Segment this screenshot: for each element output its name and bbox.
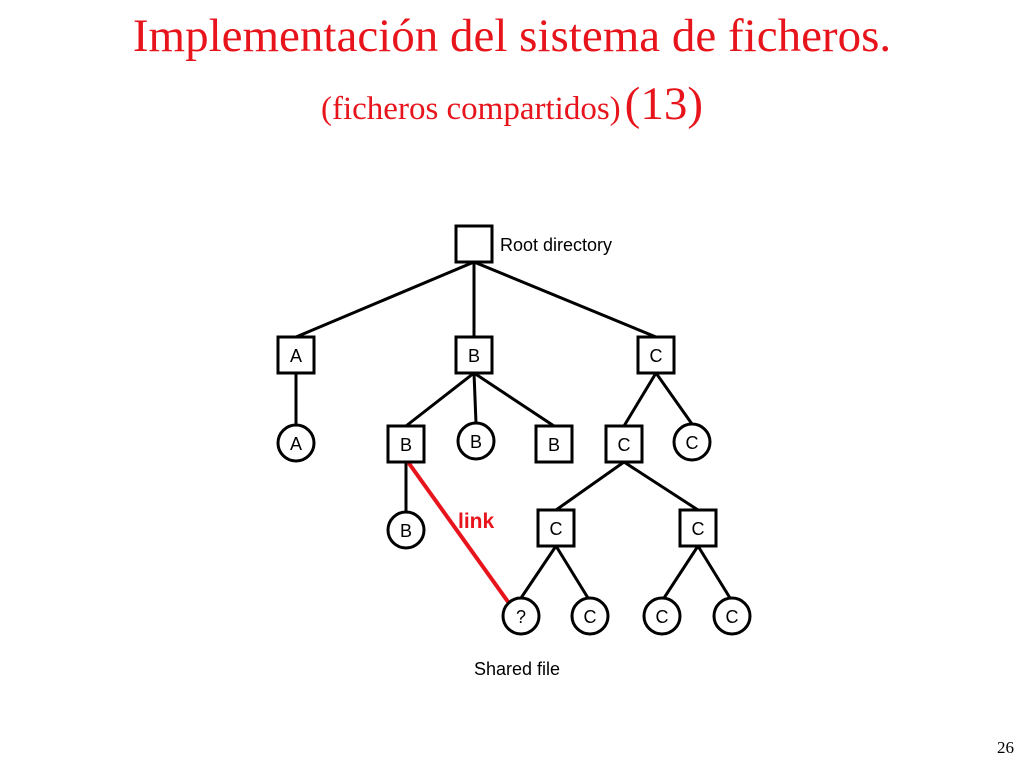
file-c2-label: C xyxy=(584,607,597,627)
root-directory-node xyxy=(454,224,494,264)
edge-subdirc1-subdirc2 xyxy=(555,460,625,512)
subdirectory-c1-label: C xyxy=(618,435,631,455)
subdirectory-c1: C xyxy=(604,424,644,464)
edge-subdirc3-filec3 xyxy=(662,545,700,599)
shared-file-label: ? xyxy=(516,607,526,627)
shared-file: ? xyxy=(501,596,541,636)
subdirectory-c3-box xyxy=(678,508,718,548)
page-number: 26 xyxy=(997,738,1014,757)
file-c1-label: C xyxy=(686,433,699,453)
file-c3: C xyxy=(642,596,682,636)
subdirectory-b-box xyxy=(386,424,426,464)
link-label: link xyxy=(458,510,494,533)
file-c3-circle xyxy=(642,596,682,636)
file-c4: C xyxy=(712,596,752,636)
edge-b-fileb1 xyxy=(472,372,478,424)
root-directory-box xyxy=(454,224,494,264)
file-a: A xyxy=(276,423,316,463)
subdirectory-b-label: B xyxy=(400,435,412,455)
subdirectory-c3: C xyxy=(678,508,718,548)
file-c3-label: C xyxy=(656,607,669,627)
file-c1: C xyxy=(672,422,712,462)
file-c2: C xyxy=(570,596,610,636)
file-c1-circle xyxy=(672,422,712,462)
file-c4-label: C xyxy=(726,607,739,627)
file-b-under-subdirectory: B xyxy=(386,510,426,550)
file-c4-circle xyxy=(712,596,752,636)
file-b1: B xyxy=(456,421,496,461)
slide-subtitle: (ficheros compartidos) xyxy=(321,91,621,127)
directory-c: C xyxy=(636,335,676,375)
subdirectory-b2-box xyxy=(534,424,574,464)
link-line xyxy=(406,460,513,608)
file-a-circle xyxy=(276,423,316,463)
shared-file-circle xyxy=(501,596,541,636)
file-b1-circle xyxy=(456,421,496,461)
directory-c-box xyxy=(636,335,676,375)
directory-b: B xyxy=(454,335,494,375)
edge-subdirc2-filec2 xyxy=(554,545,590,599)
edge-c-subdirc1 xyxy=(622,372,658,427)
file-b-under-subdirectory-circle xyxy=(386,510,426,550)
root-directory-caption: Root directory xyxy=(500,235,612,255)
slide-subtitle-line: (ficheros compartidos) (13) xyxy=(0,72,1024,147)
edge-c-filec1 xyxy=(654,372,694,425)
directory-b-label: B xyxy=(468,346,480,366)
directory-a: A xyxy=(276,335,316,375)
slide-title: Implementación del sistema de ficheros. xyxy=(132,10,892,62)
file-a-label: A xyxy=(290,434,302,454)
file-b1-label: B xyxy=(470,432,482,452)
subdirectory-c2-label: C xyxy=(550,519,563,539)
subdirectory-b2: B xyxy=(534,424,574,464)
directory-c-label: C xyxy=(650,346,663,366)
edge-root-c xyxy=(473,260,657,339)
subdirectory-c2: C xyxy=(536,508,576,548)
edge-b-subdirb2 xyxy=(473,371,555,428)
edge-subdirc3-filec4 xyxy=(696,545,732,599)
directory-a-label: A xyxy=(290,346,302,366)
subdirectory-c1-box xyxy=(604,424,644,464)
directory-a-box xyxy=(276,335,316,375)
slide-number-in-title: (13) xyxy=(624,78,703,130)
directory-b-box xyxy=(454,335,494,375)
edge-b-subdirb xyxy=(405,371,475,428)
shared-file-caption: Shared file xyxy=(474,659,560,679)
edge-subdirc1-subdirc3 xyxy=(623,460,699,512)
file-c2-circle xyxy=(570,596,610,636)
file-b-under-subdirectory-label: B xyxy=(400,521,412,541)
subdirectory-c2-box xyxy=(536,508,576,548)
subdirectory-c3-label: C xyxy=(692,519,705,539)
subdirectory-b2-label: B xyxy=(548,435,560,455)
tree-edges xyxy=(294,260,732,599)
edge-subdirc2-shared xyxy=(519,545,558,599)
edge-root-a xyxy=(295,260,475,339)
subdirectory-b: B xyxy=(386,424,426,464)
